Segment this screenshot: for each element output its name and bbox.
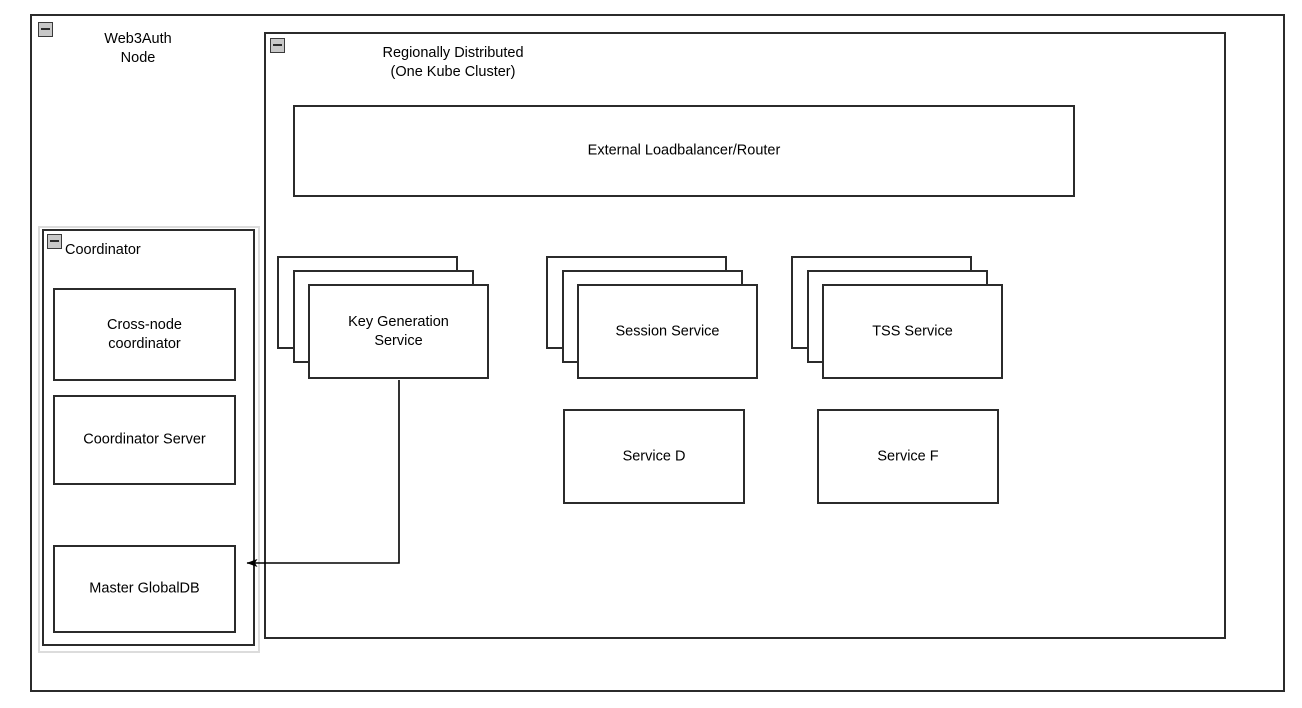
node-service-d[interactable]: Service D <box>563 409 745 504</box>
node-external-loadbalancer-router[interactable]: External Loadbalancer/Router <box>293 105 1075 197</box>
node-label-master-globaldb: Master GlobalDB <box>89 580 200 597</box>
node-label-session-service: Session Service <box>615 323 720 339</box>
node-service-f[interactable]: Service F <box>817 409 999 504</box>
node-coordinator-server[interactable]: Coordinator Server <box>53 395 236 485</box>
container-title-coordinator: Coordinator <box>65 242 141 258</box>
node-label-key-generation-service: Key Generation Service <box>348 313 449 349</box>
node-cross-node-coordinator[interactable]: Cross-node coordinator <box>53 288 236 381</box>
collapse-icon-regionally-distributed[interactable] <box>270 38 285 53</box>
stack-layer-front[interactable]: Key Generation Service <box>308 284 489 379</box>
container-title-web3auth-node: Web3Auth Node <box>104 31 172 66</box>
container-title-regionally-distributed: Regionally Distributed (One Kube Cluster… <box>382 45 524 80</box>
stack-layer-front[interactable]: TSS Service <box>822 284 1003 379</box>
collapse-icon-web3auth-node[interactable] <box>38 22 53 37</box>
node-stack-tss-service[interactable]: TSS Service <box>791 256 1004 380</box>
node-label-service-d: Service D <box>622 448 686 464</box>
node-master-globaldb[interactable]: Master GlobalDB <box>53 545 236 633</box>
node-label-external-loadbalancer-router: External Loadbalancer/Router <box>587 142 781 159</box>
node-label-coordinator-server: Coordinator Server <box>83 431 206 448</box>
node-label-tss-service: TSS Service <box>872 323 953 339</box>
collapse-icon-coordinator[interactable] <box>47 234 62 249</box>
node-stack-key-generation-service[interactable]: Key Generation Service <box>277 256 490 380</box>
node-label-service-f: Service F <box>877 448 939 464</box>
node-stack-session-service[interactable]: Session Service <box>546 256 759 380</box>
stack-layer-front[interactable]: Session Service <box>577 284 758 379</box>
node-label-cross-node-coordinator: Cross-node coordinator <box>107 316 182 352</box>
